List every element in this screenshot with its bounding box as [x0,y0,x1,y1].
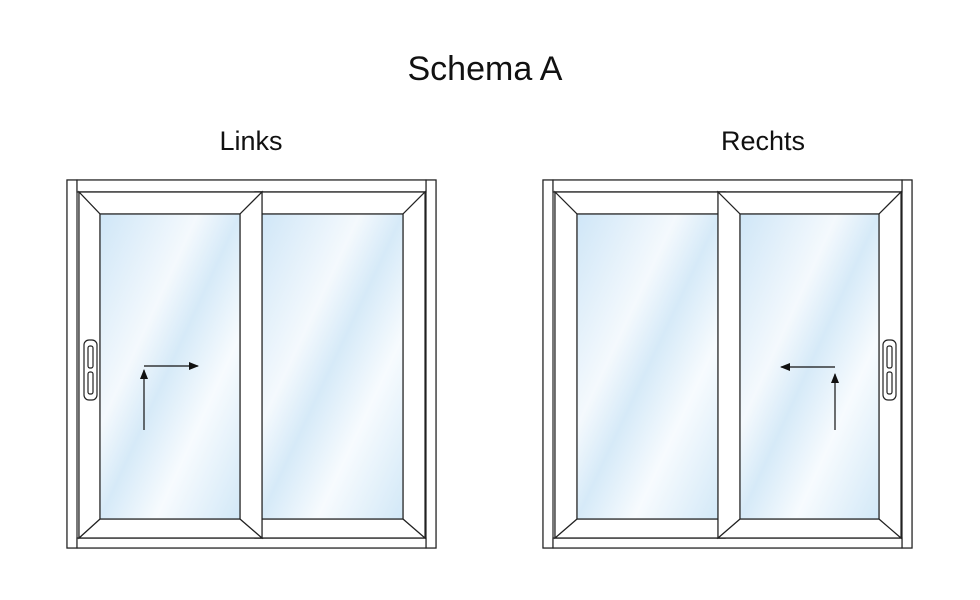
window-label-links: Links [219,126,283,156]
handle-icon [83,339,98,401]
frame-right-jamb [901,179,913,549]
handle-icon [882,339,897,401]
glass-pane [259,213,404,520]
frame-right-jamb [425,179,437,549]
frame-left-jamb [66,179,78,549]
glass-pane [576,213,721,520]
frame-top-rail [76,179,427,193]
frame-bottom-rail [552,537,903,549]
frame-left-jamb [542,179,554,549]
frame-top-rail [552,179,903,193]
diagram-title: Schema A [407,50,563,88]
sash-left [553,190,726,540]
sash-right [254,190,427,540]
frame-bottom-rail [76,537,427,549]
window-label-rechts: Rechts [720,126,806,156]
sash-right [716,190,903,540]
window-links [66,179,437,549]
window-rechts [542,179,913,549]
sash-left [77,190,264,540]
